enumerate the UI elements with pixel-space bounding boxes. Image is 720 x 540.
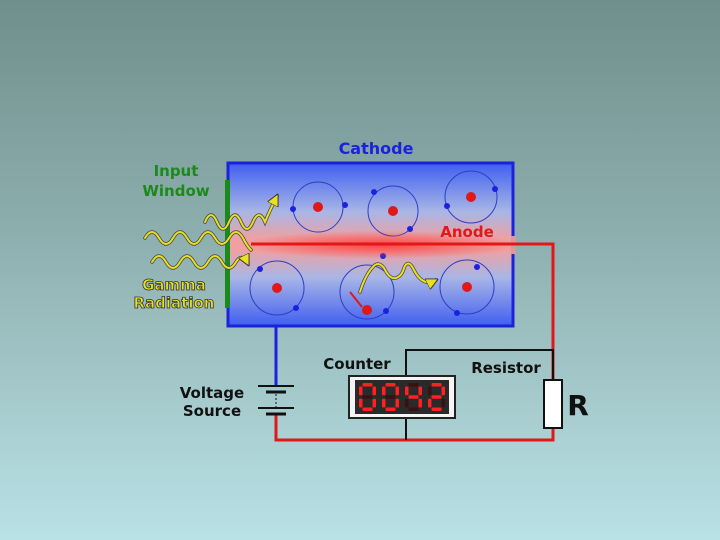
gamma-rays: [143, 196, 436, 294]
digit-1-segment-f: [359, 386, 363, 396]
counter-digits: [359, 383, 445, 411]
resistor-symbol-label: R: [567, 389, 589, 422]
input-window-label-line1: Input: [154, 162, 199, 180]
digit-4-segment-a: [431, 383, 442, 387]
anode-wire: [251, 242, 555, 442]
voltage-source-label-line2: Source: [183, 402, 241, 420]
digit-2-segment-g: [385, 395, 396, 399]
digit-3-segment-c: [418, 398, 422, 408]
digit-4-segment-g: [431, 395, 442, 399]
digit-1-segment-b: [372, 386, 376, 396]
digit-4-segment-d: [431, 407, 442, 411]
digit-3-segment-a: [408, 383, 419, 387]
digit-3-segment-f: [405, 386, 409, 396]
digit-2-segment-d: [385, 407, 396, 411]
digit-2-segment-c: [395, 398, 399, 408]
voltage-source-label-line1: Voltage: [180, 384, 244, 402]
digit-3-segment-e: [405, 398, 409, 408]
digit-4-segment-c: [441, 398, 445, 408]
counter-wire-top: [405, 349, 554, 380]
input-window-label-line2: Window: [142, 182, 209, 200]
digit-4-segment-f: [428, 386, 432, 396]
digit-1-segment-c: [372, 398, 376, 408]
digit-1-segment-d: [362, 407, 373, 411]
resistor-symbol: [543, 379, 563, 429]
digit-4-segment-b: [441, 386, 445, 396]
digit-4-segment-e: [428, 398, 432, 408]
digit-3-segment-g: [408, 395, 419, 399]
gamma-label-line2: Radiation: [134, 294, 215, 312]
digit-1-segment-e: [359, 398, 363, 408]
anode-label: Anode: [440, 223, 494, 241]
digit-2-segment-a: [385, 383, 396, 387]
digit-2-segment-f: [382, 386, 386, 396]
digit-2-segment-e: [382, 398, 386, 408]
digit-1-segment-a: [362, 383, 373, 387]
digit-1-segment-g: [362, 395, 373, 399]
counter-label: Counter: [323, 355, 391, 373]
resistor-label: Resistor: [471, 359, 541, 377]
digit-3-segment-b: [418, 386, 422, 396]
battery-symbol: [258, 385, 294, 416]
digit-3-segment-d: [408, 407, 419, 411]
digit-2-segment-b: [395, 386, 399, 396]
cathode-label: Cathode: [339, 139, 414, 158]
gamma-label-line1: Gamma: [142, 276, 206, 294]
input-window: [225, 180, 230, 308]
